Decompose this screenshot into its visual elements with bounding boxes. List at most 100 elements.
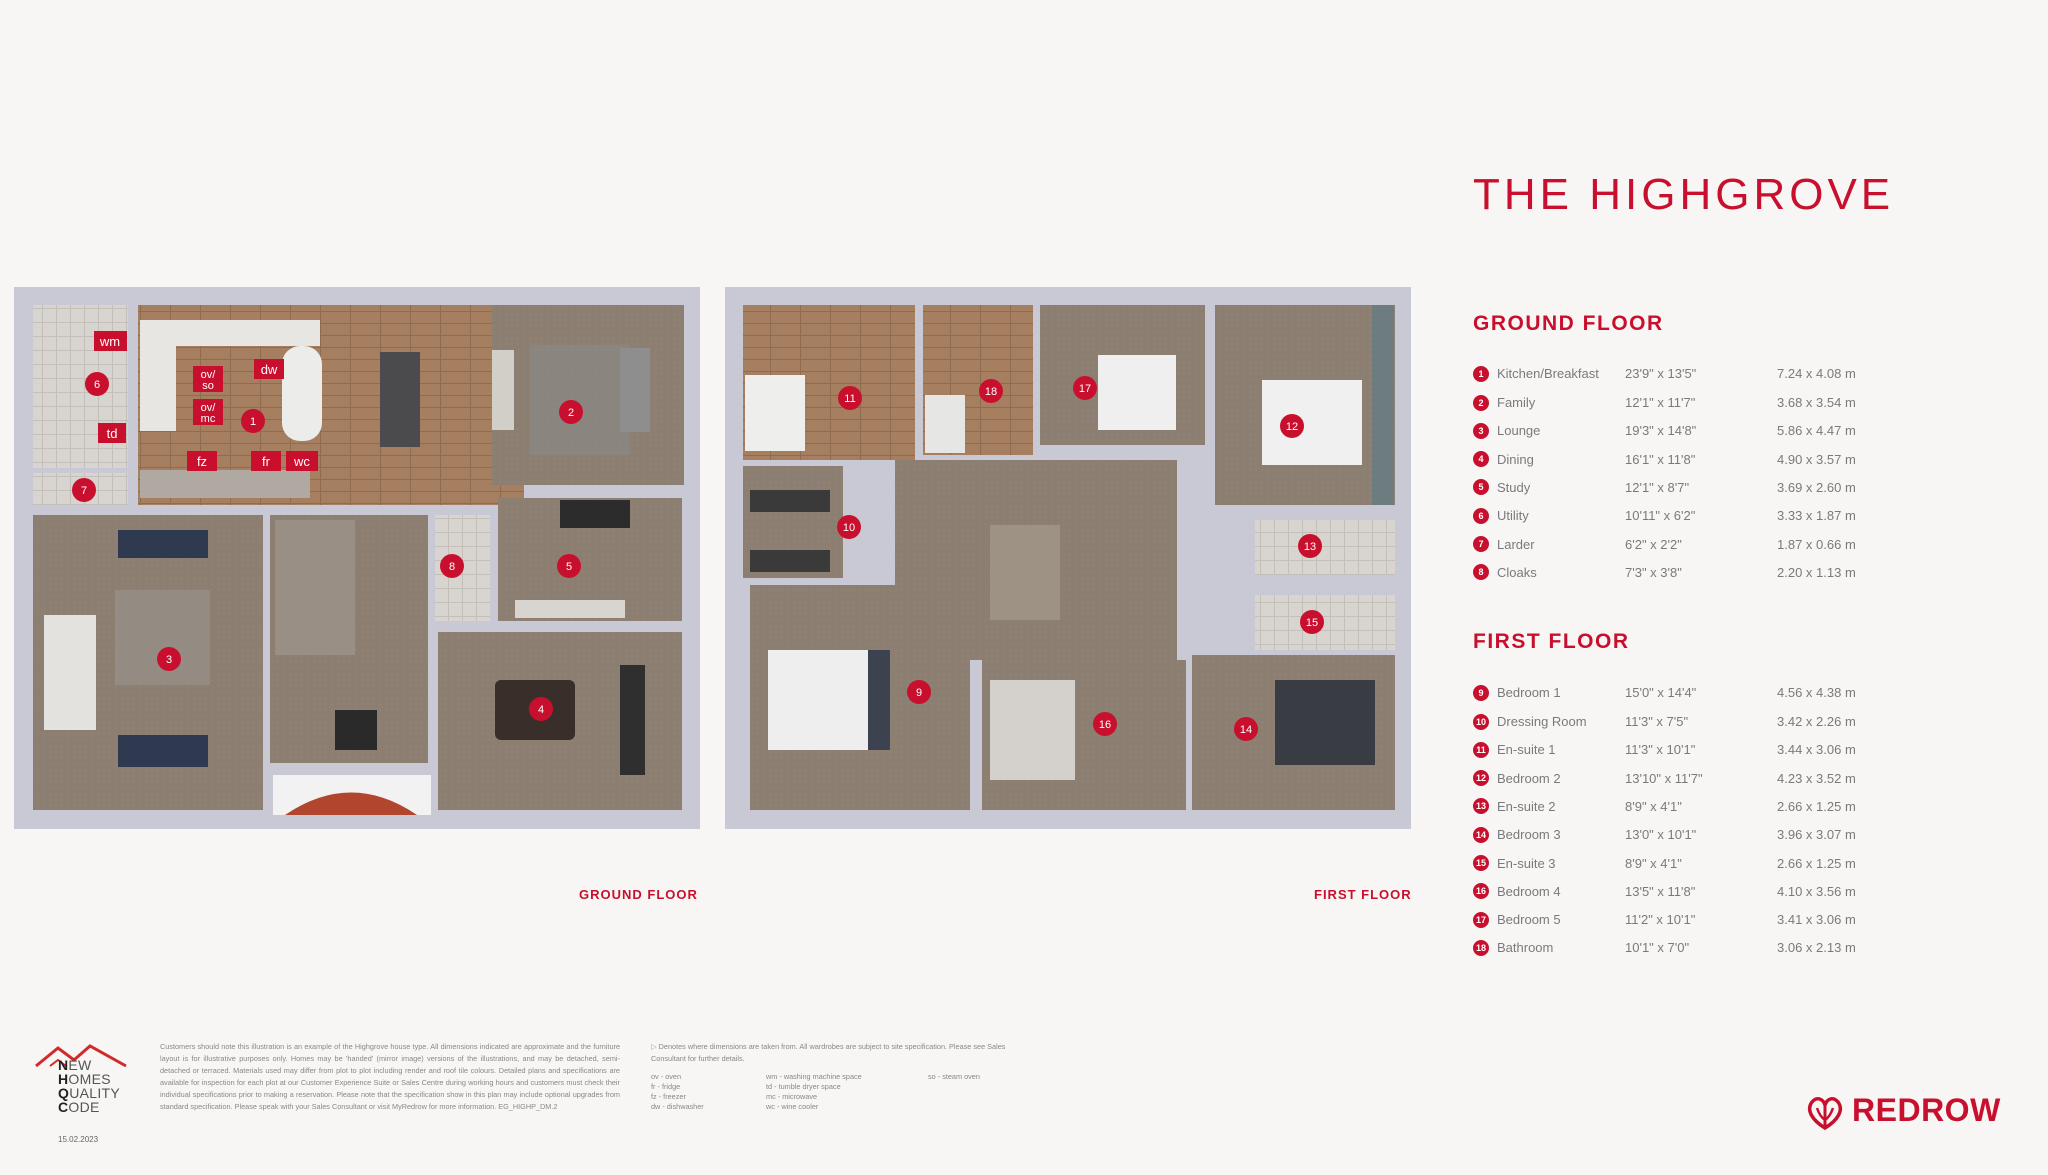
house-title: THE HIGHGROVE [1473,170,1895,219]
room-marker-label-6: 6 [94,379,100,391]
room-imperial-size: 10'1" x 7'0" [1625,940,1690,956]
ovmc-label-1: ov/ [201,402,217,414]
ensuite-3-room [1255,595,1395,650]
room-imperial-size: 16'1" x 11'8" [1625,451,1696,467]
room-marker-12 [1280,414,1304,438]
td-label: td [107,426,118,441]
logo-text: NEW HOMES QUALITY CODE [58,1057,121,1115]
room-imperial-size: 13'5" x 11'8" [1625,883,1696,899]
plan-date: 15.02.2023 [58,1135,99,1144]
ovso-label-2: so [202,380,214,392]
room-metric-size: 3.41 x 3.06 m [1777,912,1856,928]
room-marker-17 [1073,376,1097,400]
room-number-badge: 3 [1473,422,1489,439]
wc-label: wc [293,454,310,469]
room-metric-size: 2.66 x 1.25 m [1777,855,1856,871]
room-marker-label-16: 16 [1099,719,1111,731]
room-name: Utility [1497,508,1529,524]
room-metric-size: 3.69 x 2.60 m [1777,479,1856,495]
room-imperial-size: 8'9" x 4'1" [1625,855,1682,871]
room-name: Dining [1497,451,1534,467]
ground-floor-plan [14,287,700,829]
room-imperial-size: 10'11" x 6'2" [1625,508,1696,524]
abbreviation-item: mc - microwave [766,1092,818,1101]
room-number-badge: 14 [1473,826,1489,843]
room-metric-size: 7.24 x 4.08 m [1777,366,1856,382]
room-imperial-size: 7'3" x 3'8" [1625,564,1682,580]
room-name: Cloaks [1497,564,1537,580]
fr-label: fr [262,454,271,469]
room-marker-label-10: 10 [843,522,855,534]
room-number-badge: 4 [1473,451,1489,468]
room-imperial-size: 12'1" x 8'7" [1625,479,1690,495]
room-metric-size: 3.42 x 2.26 m [1777,714,1856,730]
room-number-badge: 2 [1473,394,1489,411]
room-marker-label-13: 13 [1304,541,1316,553]
room-imperial-size: 13'0" x 10'1" [1625,827,1697,843]
room-marker-label-3: 3 [166,654,172,666]
room-number-badge: 16 [1473,883,1489,900]
room-row: 6 Utility 10'11" x 6'2" 3.33 x 1.87 m [1473,502,1893,530]
room-marker-label-8: 8 [449,561,455,573]
room-marker-label-1: 1 [250,416,256,428]
ground-floor-caption: GROUND FLOOR [579,887,698,902]
room-name: Bedroom 4 [1497,883,1561,899]
room-name: Bedroom 5 [1497,912,1561,928]
dimensions-note: ▷ Denotes where dimensions are taken fro… [651,1041,1021,1065]
room-marker-label-15: 15 [1306,617,1318,629]
appliance-labels: wm td ov/ so ov/ mc dw fz fr wc [94,331,318,471]
room-imperial-size: 11'3" x 10'1" [1625,742,1696,758]
room-marker-label-11: 11 [844,393,855,405]
abbreviation-item [928,1092,1048,1101]
redrow-logo: REDROW [1804,1090,2001,1130]
room-name: Family [1497,395,1536,411]
room-metric-size: 4.56 x 4.38 m [1777,685,1856,701]
room-marker-18 [979,379,1003,403]
wm-label: wm [99,334,120,349]
fz-label: fz [197,454,207,469]
room-marker-label-12: 12 [1286,421,1298,433]
room-metric-size: 3.06 x 2.13 m [1777,940,1856,956]
room-marker-16 [1093,712,1117,736]
room-name: Bedroom 3 [1497,827,1561,843]
abbreviation-item: ov - oven [651,1072,682,1081]
room-imperial-size: 13'10" x 11'7" [1625,770,1703,786]
room-marker-label-5: 5 [566,561,572,573]
disclaimer-text: Customers should note this illustration … [160,1042,620,1111]
new-homes-quality-code-logo [35,1044,127,1068]
room-name: Bedroom 1 [1497,685,1561,701]
room-marker-5 [557,554,581,578]
room-marker-label-14: 14 [1240,724,1252,736]
abbreviation-item: wm - washing machine space [766,1072,862,1081]
room-number-badge: 18 [1473,939,1489,956]
room-number-badge: 15 [1473,855,1489,872]
dimensions-note-text: Denotes where dimensions are taken from.… [651,1042,1006,1063]
room-marker-3 [157,647,181,671]
room-name: Lounge [1497,423,1541,439]
dimension-arrow-icon: ▷ [651,1042,657,1051]
ovso-label-1: ov/ [201,369,217,381]
room-number-badge: 6 [1473,507,1489,524]
first-floor-plan [725,287,1411,829]
room-marker-6 [85,372,109,396]
room-marker-13 [1298,534,1322,558]
room-name: Bedroom 2 [1497,770,1561,786]
abbreviation-item: dw - dishwasher [651,1102,704,1111]
utility-room [33,305,128,468]
ovmc-label-2: mc [201,413,216,425]
room-number-badge: 13 [1473,798,1489,815]
room-metric-size: 3.33 x 1.87 m [1777,508,1856,524]
room-metric-size: 2.66 x 1.25 m [1777,798,1856,814]
